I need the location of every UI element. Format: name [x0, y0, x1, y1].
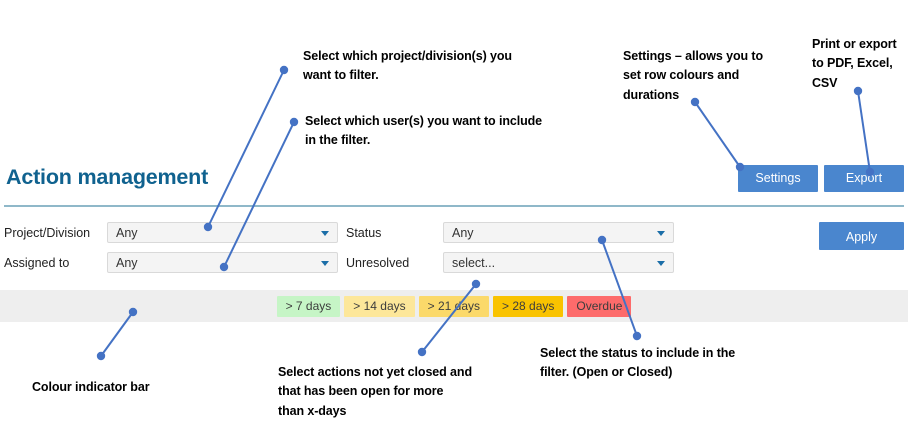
- filter-label-unresolved: Unresolved: [346, 255, 410, 270]
- filter-grid: Project/Division Any Status Any Assigned…: [4, 222, 674, 282]
- colour-chip-0: > 7 days: [276, 295, 341, 317]
- annotation-users: Select which user(s) you want to include…: [305, 114, 543, 148]
- annotation-export: Print or export to PDF, Excel, CSV: [812, 37, 897, 90]
- leader-dot-unresolved-x-days-1: [417, 347, 427, 357]
- page-title: Action management: [6, 165, 209, 189]
- filter-label-status: Status: [346, 225, 382, 240]
- filter-row-2: Assigned to Any Unresolved select...: [4, 252, 674, 273]
- chevron-down-icon: [657, 261, 665, 266]
- filter-label-assigned-to: Assigned to: [4, 255, 70, 270]
- leader-dot-colour-indicator-bar-1: [96, 351, 106, 361]
- annotation-colour-indicator-bar: Colour indicator bar: [32, 380, 150, 394]
- chevron-down-icon: [657, 231, 665, 236]
- action-management-panel: Action management Settings Export Apply …: [0, 150, 908, 330]
- select-status[interactable]: Any: [443, 222, 674, 243]
- title-divider: [4, 205, 904, 207]
- annotation-project-division: Select which project/division(s) you wan…: [303, 49, 512, 83]
- leader-dot-status-open-closed-1: [632, 331, 642, 341]
- select-status-value: Any: [452, 226, 474, 240]
- colour-chip-1: > 14 days: [344, 295, 415, 317]
- select-project-division-value: Any: [116, 226, 138, 240]
- apply-button[interactable]: Apply: [819, 222, 904, 250]
- annotation-status-open-closed: Select the status to include in the filt…: [540, 346, 736, 380]
- chevron-down-icon: [321, 231, 329, 236]
- filter-row-1: Project/Division Any Status Any: [4, 222, 674, 243]
- select-assigned-to[interactable]: Any: [107, 252, 338, 273]
- select-unresolved-value: select...: [452, 256, 496, 270]
- filter-label-project-division: Project/Division: [4, 225, 91, 240]
- colour-chip-4: Overdue: [567, 295, 632, 317]
- colour-chip-2: > 21 days: [418, 295, 490, 317]
- colour-chip-3: > 28 days: [493, 295, 564, 317]
- annotation-unresolved-x-days: Select actions not yet closed and that h…: [278, 365, 472, 418]
- select-unresolved[interactable]: select...: [443, 252, 674, 273]
- select-assigned-to-value: Any: [116, 256, 138, 270]
- chevron-down-icon: [321, 261, 329, 266]
- settings-button[interactable]: Settings: [738, 165, 818, 192]
- annotation-settings: Settings – allows you to set row colours…: [623, 49, 763, 102]
- export-button[interactable]: Export: [824, 165, 904, 192]
- leader-dot-project-division-0: [279, 65, 289, 75]
- toolbar: Settings Export: [738, 165, 904, 192]
- leader-dot-users-0: [289, 117, 299, 127]
- select-project-division[interactable]: Any: [107, 222, 338, 243]
